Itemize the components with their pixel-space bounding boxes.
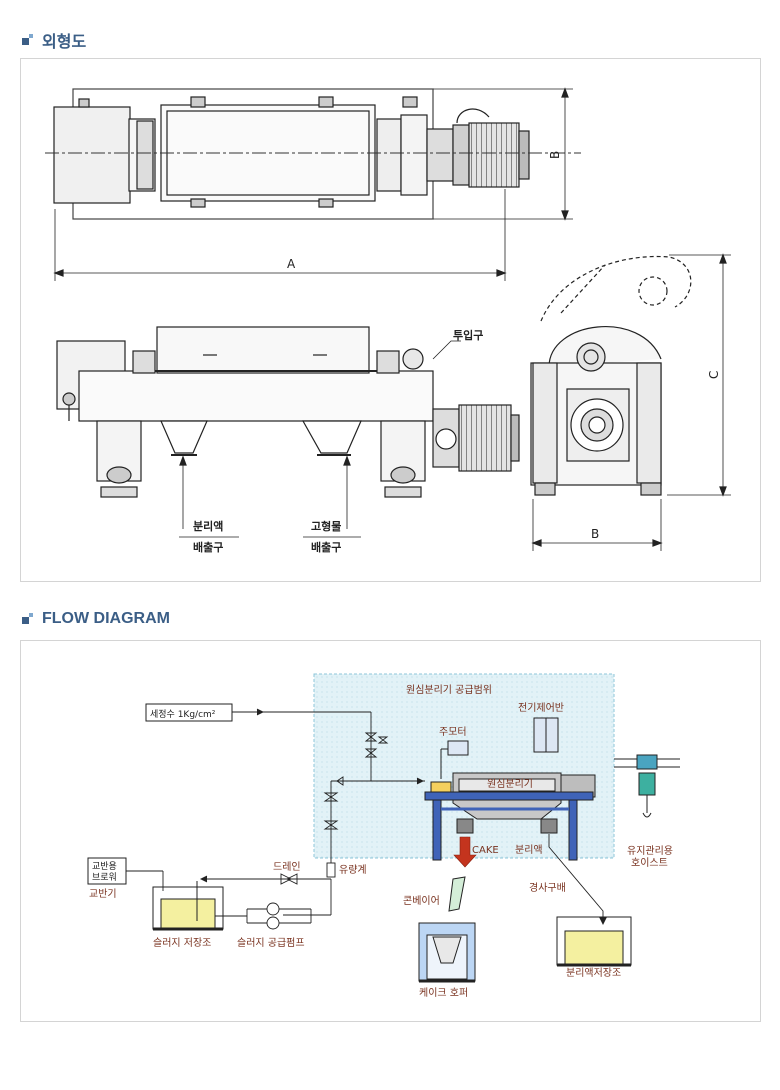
section-title-outline: 외형도 <box>22 28 86 52</box>
dimension-c-label: C <box>707 371 721 379</box>
outline-drawing: A B <box>45 87 731 554</box>
separated-liquid-tank-label: 분리액저장조 <box>566 967 621 979</box>
cake-hopper-label: 케이크 호퍼 <box>419 987 468 999</box>
section-title-text: FLOW DIAGRAM <box>42 610 170 627</box>
centrifuge <box>424 772 596 861</box>
supply-scope-label: 원심분리기 공급범위 <box>406 683 492 696</box>
drain-label: 드레인 <box>273 861 301 873</box>
centrifuge-label: 원심분리기 <box>487 778 533 790</box>
main-motor-label: 주모터 <box>439 726 467 738</box>
main-motor <box>447 740 469 756</box>
flow-diagram: 원심분리기 공급범위 세정수 1Kg/cm² 전기제어반 주모터 <box>87 673 680 999</box>
wash-water-label: 세정수 1Kg/cm² <box>150 709 216 720</box>
separated-liquid-label: 분리액 <box>515 844 543 856</box>
separated-liquid-outlet-label-1: 분리액 <box>193 519 223 533</box>
top-view <box>45 87 581 281</box>
section-bullet-icon <box>22 34 34 46</box>
front-view <box>56 326 520 529</box>
dimension-b-label-top: B <box>548 151 562 159</box>
hoist-label-1: 유지관리용 <box>627 845 673 857</box>
electrical-panel-label: 전기제어반 <box>518 702 564 714</box>
flow-diagram-panel: 원심분리기 공급범위 세정수 1Kg/cm² 전기제어반 주모터 <box>20 640 761 1022</box>
separated-liquid-outlet-label-2: 배출구 <box>193 540 223 554</box>
dimension-a-label: A <box>287 257 296 271</box>
section-bullet-icon <box>22 613 34 625</box>
slope-pipe-label: 경사구배 <box>529 881 566 894</box>
agitator-blower-label-1: 교반용 <box>92 861 117 872</box>
sludge-tank <box>152 881 224 931</box>
flowmeter-label: 유량계 <box>339 864 367 876</box>
sludge-tank-label: 슬러지 저장조 <box>153 937 211 949</box>
section-title-flow: FLOW DIAGRAM <box>22 610 170 628</box>
cake-label: CAKE <box>472 845 499 856</box>
separated-liquid-tank <box>556 916 632 967</box>
hoist <box>614 754 680 818</box>
conveyor-label: 콘베이어 <box>403 895 440 907</box>
cake-arrow-icon <box>453 836 477 868</box>
agitator-label: 교반기 <box>89 888 117 900</box>
solid-outlet-label-2: 배출구 <box>311 540 341 554</box>
outline-drawing-panel: A B <box>20 58 761 582</box>
inlet-label: 투입구 <box>453 329 483 342</box>
wash-water-box <box>145 703 233 722</box>
conveyor <box>448 876 466 912</box>
cake-hopper <box>418 922 476 983</box>
agitator-blower-box <box>87 857 127 885</box>
side-view <box>530 253 731 551</box>
sludge-pump-label: 슬러지 공급펌프 <box>237 937 305 949</box>
solid-outlet-label-1: 고형물 <box>311 519 341 533</box>
agitator-blower-label-2: 브로워 <box>92 872 117 883</box>
dimension-b-label-side: B <box>591 527 599 541</box>
section-title-text: 외형도 <box>42 34 87 51</box>
hoist-label-2: 호이스트 <box>631 857 668 869</box>
